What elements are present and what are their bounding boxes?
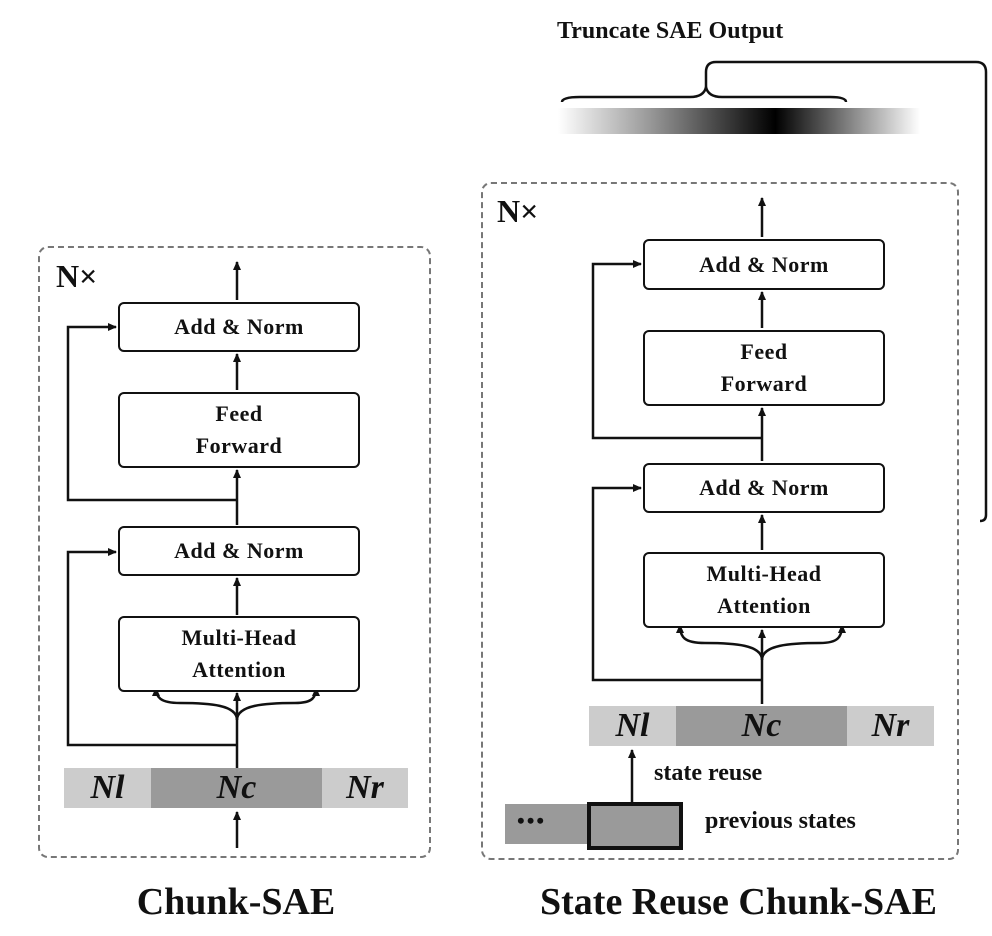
right-repeat-label: N×: [497, 193, 539, 229]
right-caption: State Reuse Chunk-SAE: [540, 881, 937, 923]
left-caption: Chunk-SAE: [136, 881, 336, 923]
right-add-norm-top: Add & Norm: [643, 239, 885, 290]
sae-output-gradient-bar: [558, 108, 920, 134]
right-segment-nc: Nc: [676, 706, 847, 746]
right-segment-nl: Nl: [589, 706, 676, 746]
previous-states-dots: •••: [517, 808, 547, 833]
left-layer-block: [38, 246, 431, 858]
left-wires: [66, 261, 320, 848]
left-feed-forward: Feed Forward: [118, 392, 360, 468]
right-segment-nr: Nr: [847, 706, 934, 746]
left-segment-nr: Nr: [322, 768, 408, 808]
previous-states-bar: •••: [505, 802, 683, 850]
left-segment-nl: Nl: [64, 768, 151, 808]
truncate-link-line: [704, 60, 988, 523]
right-layer-block: [481, 182, 959, 860]
left-add-norm-top: Add & Norm: [118, 302, 360, 352]
right-feed-forward: Feed Forward: [643, 330, 885, 406]
left-add-norm-bottom: Add & Norm: [118, 526, 360, 576]
left-segment-nc: Nc: [151, 768, 322, 808]
right-multi-head-attention: Multi-Head Attention: [643, 552, 885, 628]
right-wires: [591, 197, 846, 802]
right-add-norm-bottom: Add & Norm: [643, 463, 885, 513]
state-reuse-label: state reuse: [654, 760, 763, 786]
previous-states-label: previous states: [705, 808, 856, 834]
left-repeat-label: N×: [56, 258, 98, 294]
truncate-output-label: Truncate SAE Output: [557, 18, 784, 44]
truncate-brace: [560, 86, 848, 103]
left-multi-head-attention: Multi-Head Attention: [118, 616, 360, 692]
previous-state-block: [587, 802, 683, 850]
